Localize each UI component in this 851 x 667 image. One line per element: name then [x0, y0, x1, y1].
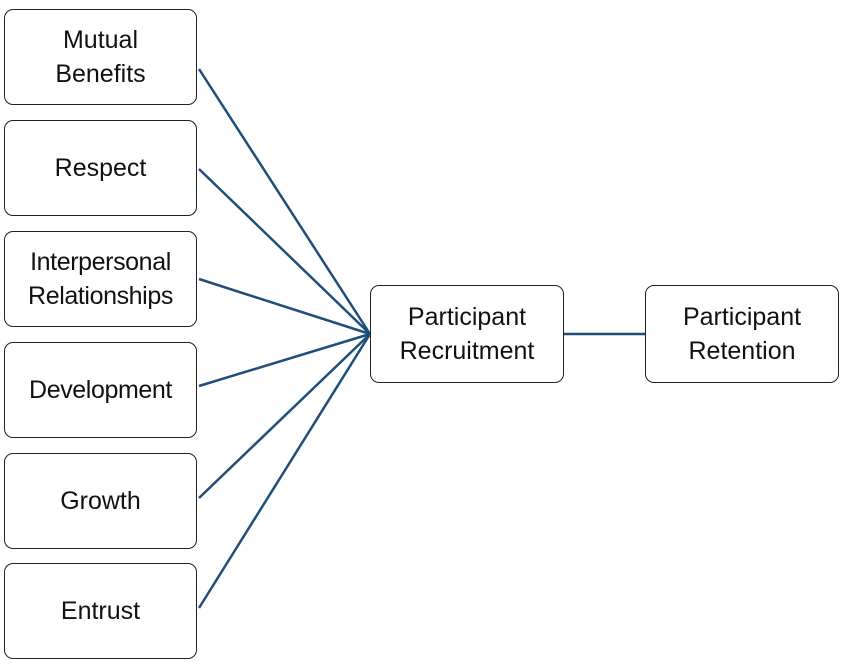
participant-recruitment-box: Participant Recruitment [370, 285, 564, 383]
connector-interpersonal-relationships [198, 277, 371, 336]
connector-development [198, 332, 371, 388]
connector-mutual-benefits [197, 68, 372, 335]
factor-label: Respect [54, 154, 147, 182]
factor-label: Growth [60, 487, 141, 515]
participant-retention-label: Participant Retention [682, 303, 802, 365]
participant-retention-box: Participant Retention [645, 285, 839, 383]
factor-box-respect: Respect [4, 120, 197, 216]
factor-label: Development [29, 376, 172, 404]
factor-box-entrust: Entrust [4, 563, 197, 659]
factor-label: Mutual Benefits [55, 26, 146, 88]
factor-box-growth: Growth [4, 453, 197, 549]
factor-label: Entrust [60, 597, 141, 625]
factor-box-development: Development [4, 342, 197, 438]
factor-label: Interpersonal Relationships [28, 248, 173, 310]
factor-box-interpersonal-relationships: Interpersonal Relationships [4, 231, 197, 327]
connector-growth [198, 333, 371, 499]
factor-box-mutual-benefits: Mutual Benefits [4, 9, 197, 105]
connector-entrust [197, 333, 372, 609]
participant-recruitment-label: Participant Recruitment [399, 303, 535, 365]
connector-respect [198, 168, 371, 335]
